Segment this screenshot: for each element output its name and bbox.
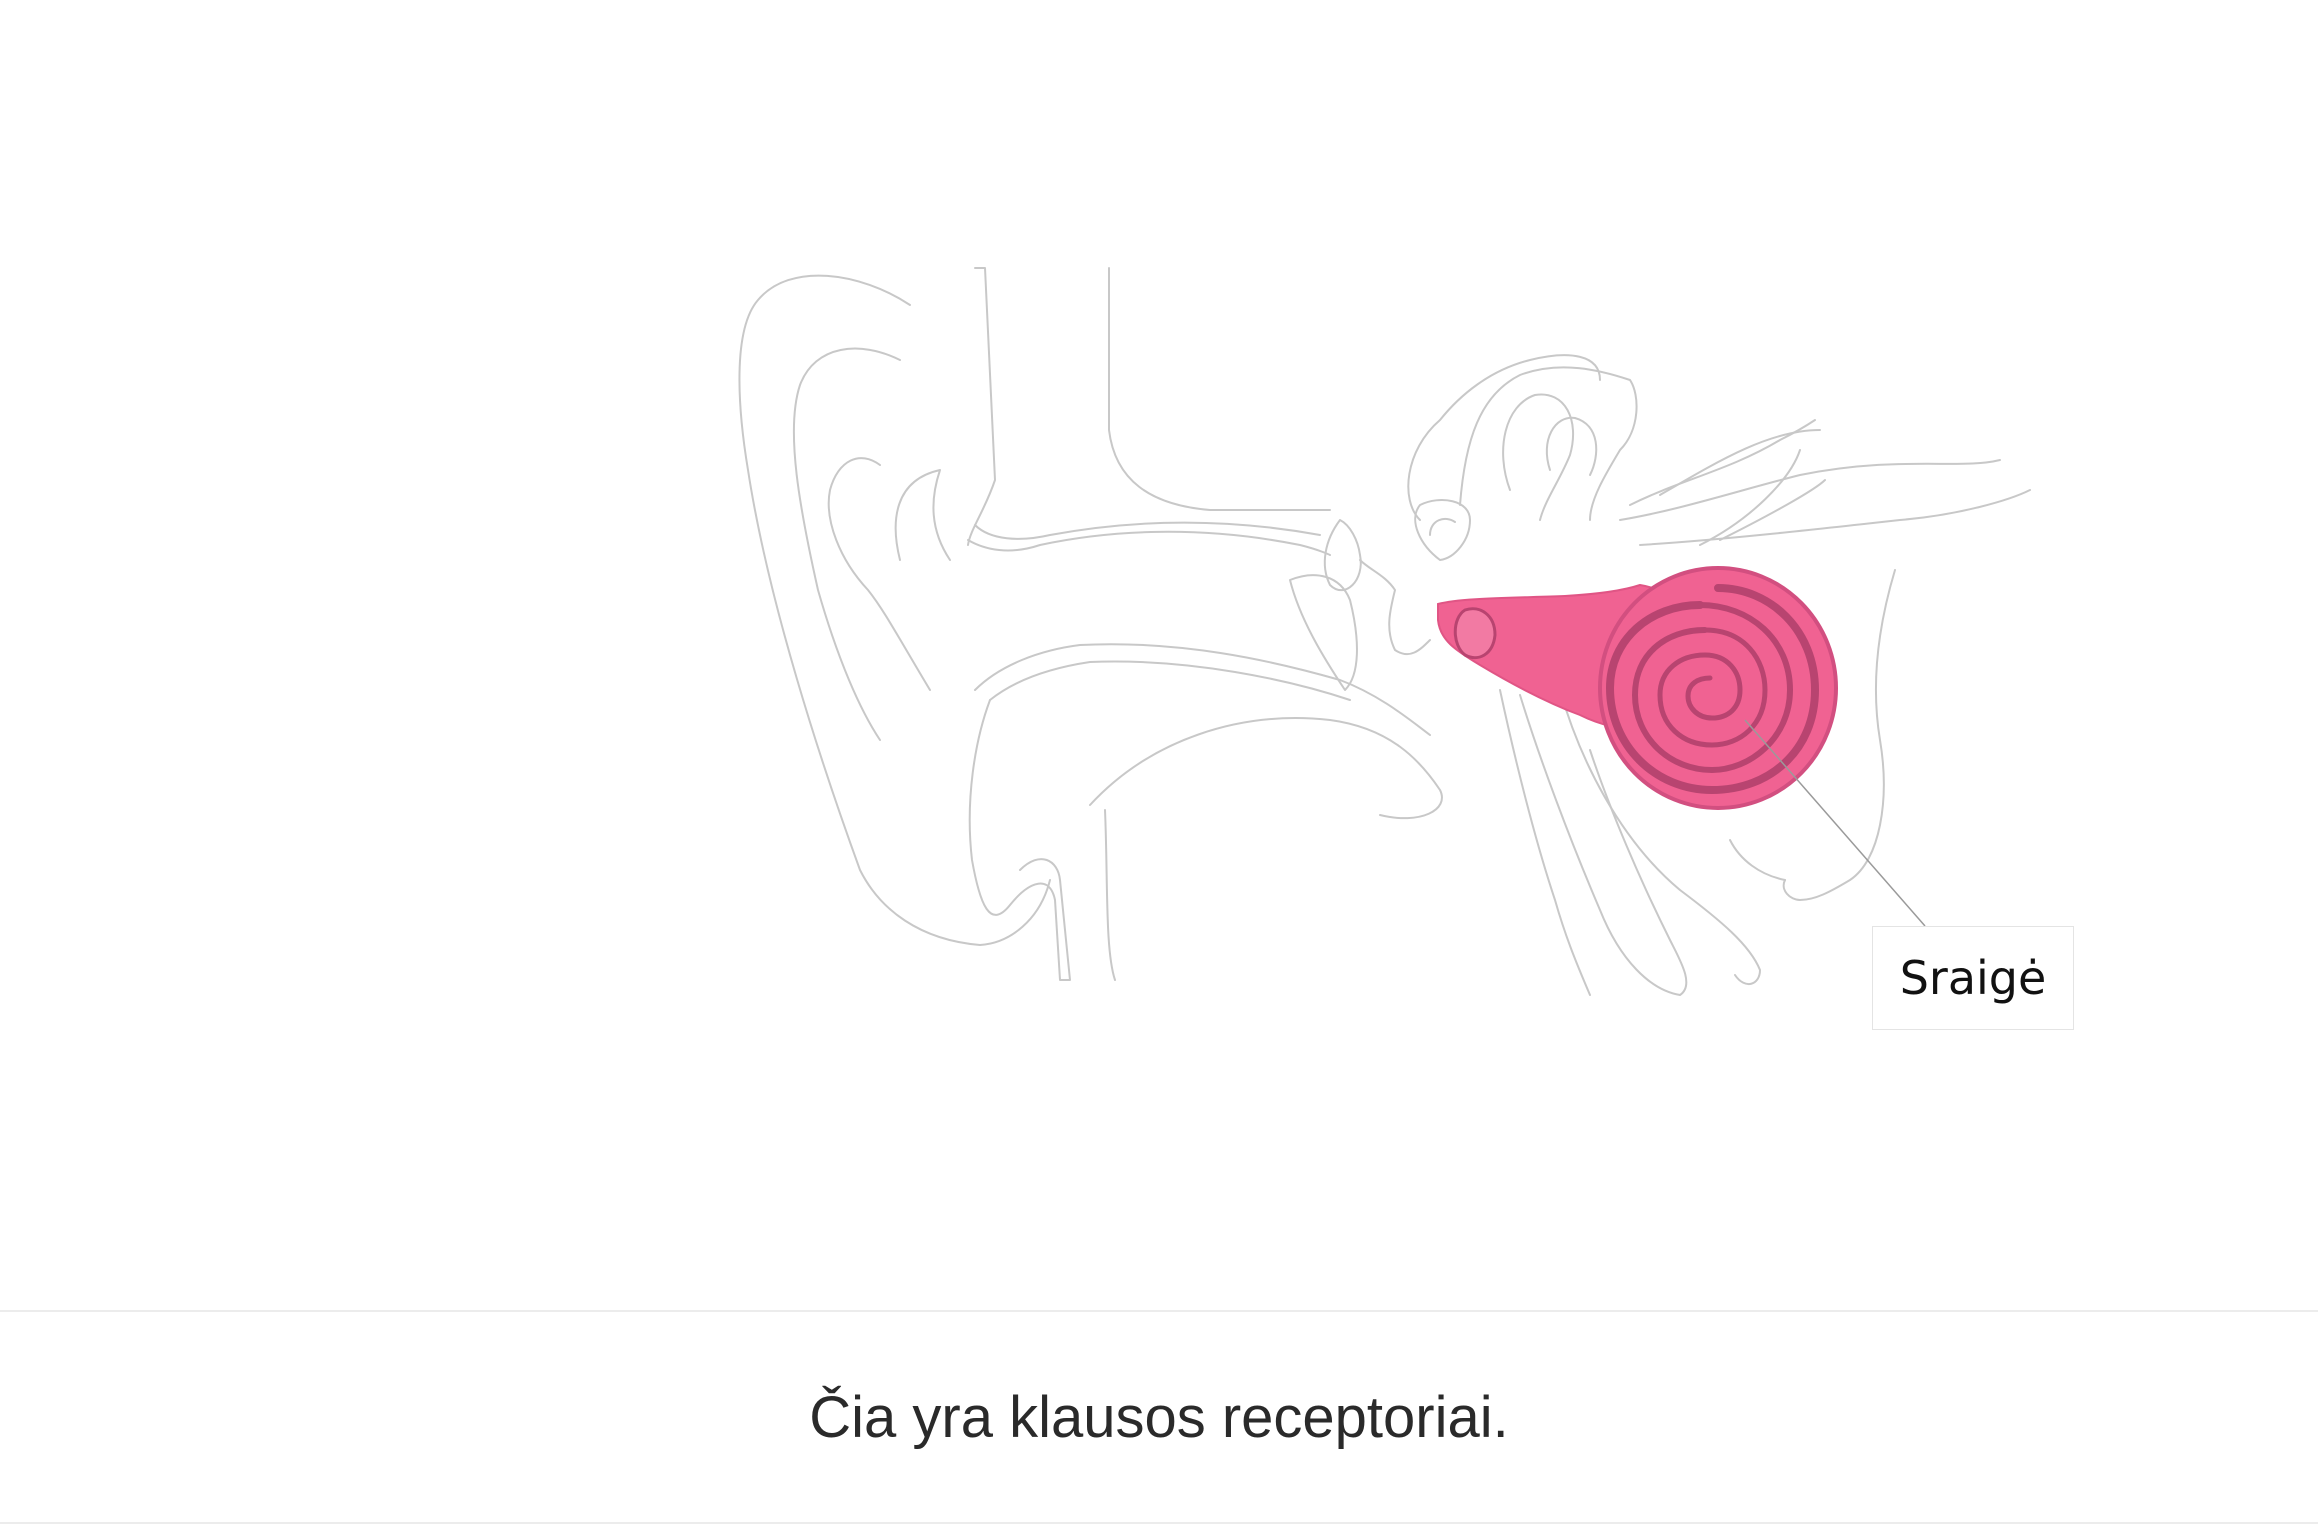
label-leader-line xyxy=(1744,719,1926,927)
ear-canal-bottom-2 xyxy=(989,660,1351,701)
eustachian-tube-1 xyxy=(1519,694,1688,996)
skull-edge-left xyxy=(967,267,996,546)
temporal-bone-right-2 xyxy=(1729,839,1786,881)
ear-canal-top-2 xyxy=(974,521,1321,540)
tragus xyxy=(894,469,951,561)
eustachian-tube-2 xyxy=(1499,689,1591,996)
nerve-top xyxy=(1629,419,1816,506)
ossicle-malleus xyxy=(1323,519,1362,592)
caption-bar: Čia yra klausos receptoriai. xyxy=(0,1310,2318,1524)
cochlea-spiral-inner xyxy=(1657,627,1768,748)
lower-jaw xyxy=(1089,717,1443,820)
eustachian-tube-3 xyxy=(1559,689,1761,985)
cochlea-oval-window xyxy=(1453,607,1497,660)
vestibule-inner xyxy=(1429,517,1456,536)
caption-text: Čia yra klausos receptoriai. xyxy=(809,1384,1509,1450)
concha xyxy=(827,457,931,691)
skull-edge-right xyxy=(1108,267,1331,511)
cochlea-label-text: Sraigė xyxy=(1899,951,2047,1005)
neck-right xyxy=(1104,809,1116,981)
cochlea xyxy=(1437,566,1838,810)
ear-canal-top xyxy=(967,530,1331,556)
semicircular-canal-loop-2 xyxy=(1545,416,1598,476)
semicircular-canal-top xyxy=(1407,354,1601,521)
vestibule xyxy=(1414,499,1471,561)
semicircular-canal-loop-1 xyxy=(1502,393,1575,521)
eardrum xyxy=(1289,574,1358,691)
ear-outline xyxy=(738,267,2031,996)
temporal-bone-right xyxy=(1782,569,1896,901)
nerve-bottom xyxy=(1639,489,2031,546)
pinna-outer xyxy=(738,274,1051,946)
cochlea-spiral-mid xyxy=(1631,602,1794,774)
nerve-branch-2 xyxy=(1699,449,1801,546)
nerve-branch-1 xyxy=(1659,429,1821,496)
nerve-mid xyxy=(1619,459,2001,521)
ear-anatomy-diagram xyxy=(738,267,2031,996)
ossicle-incus xyxy=(1359,559,1431,656)
ear-canal-bottom xyxy=(974,643,1431,736)
pinna-inner-fold xyxy=(792,347,901,741)
nerve-branch-3 xyxy=(1719,479,1826,541)
cochlea-label: Sraigė xyxy=(1872,926,2074,1030)
cochlea-spiral-outer xyxy=(1605,584,1820,795)
semicircular-canal-outer xyxy=(1459,366,1638,521)
neck-left xyxy=(968,699,1071,981)
